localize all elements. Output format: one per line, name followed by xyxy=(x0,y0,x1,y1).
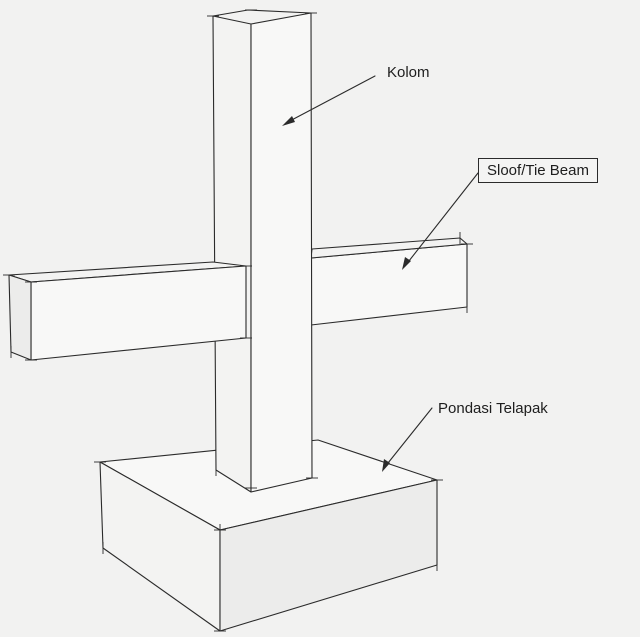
footing-block xyxy=(94,439,443,632)
footing-arrow-head xyxy=(382,459,390,472)
column-block xyxy=(207,9,318,493)
tie-beam-left-front xyxy=(30,265,247,361)
column-label: Kolom xyxy=(387,64,430,81)
tie-beam-right xyxy=(310,232,473,326)
tie-beam-leader-line xyxy=(404,172,479,267)
tie-beam-left xyxy=(3,261,252,361)
column-arrow-head xyxy=(282,116,295,126)
tie-beam-arrow-head xyxy=(402,257,411,270)
column-left-face xyxy=(212,15,252,493)
column-leader-line xyxy=(285,75,376,124)
column-front-face xyxy=(250,12,313,493)
leader-arrows xyxy=(282,75,479,472)
tie-beam-left-end xyxy=(8,274,32,361)
footing-label: Pondasi Telapak xyxy=(438,400,548,417)
tie-beam-label: Sloof/Tie Beam xyxy=(478,158,598,183)
footing-leader-line xyxy=(383,407,433,469)
